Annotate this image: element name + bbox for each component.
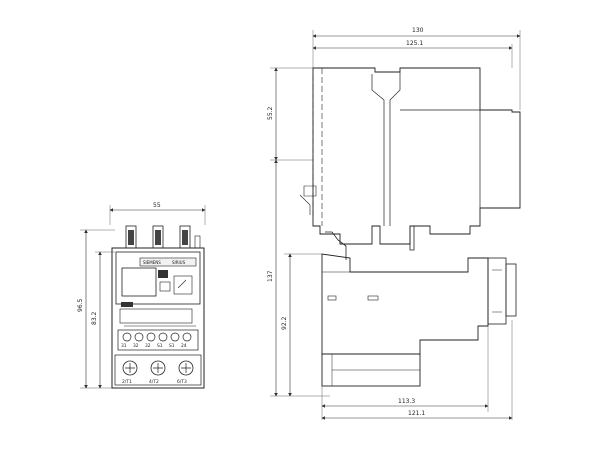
dim-side-bottom-width: 113.3 bbox=[398, 398, 415, 405]
dim-side-total-width: 130 bbox=[412, 27, 424, 34]
top-terminal-screws bbox=[125, 225, 201, 249]
main-terminal-label-3: 6/T3 bbox=[177, 379, 187, 385]
aux-terminal-label-2: 32 bbox=[133, 343, 139, 349]
led-indicator bbox=[158, 270, 168, 278]
front-view: SIEMENS SIRIUS 31 32 32 S1 S1 24 bbox=[80, 205, 206, 389]
dim-front-height-body: 83.2 bbox=[91, 311, 98, 325]
relay-lower-profile bbox=[321, 253, 489, 355]
dim-front-width: 55 bbox=[153, 202, 161, 209]
brand-left-label: SIEMENS bbox=[143, 260, 161, 265]
display-window bbox=[121, 267, 157, 297]
reset-button bbox=[159, 281, 171, 292]
brand-right-label: SIRIUS bbox=[172, 260, 186, 265]
dim-side-lower-height: 92.2 bbox=[281, 316, 288, 330]
main-terminal-label-2: 4/T2 bbox=[149, 379, 159, 385]
main-terminal-label-1: 2/T1 bbox=[122, 379, 132, 385]
aux-terminal-row bbox=[117, 329, 199, 351]
aux-terminal-label-3: 32 bbox=[145, 343, 151, 349]
dial-setting bbox=[173, 275, 193, 295]
dim-side-bottom-total: 121.1 bbox=[408, 410, 425, 417]
label-plate bbox=[119, 308, 193, 324]
aux-terminal-label-6: 24 bbox=[181, 343, 187, 349]
aux-terminal-label-5: S1 bbox=[169, 343, 175, 349]
dim-side-height: 137 bbox=[267, 270, 274, 282]
contactor-upper-profile bbox=[312, 67, 521, 245]
dim-side-upper-width: 125.1 bbox=[406, 40, 423, 47]
dim-side-top-offset: 55.2 bbox=[267, 106, 274, 120]
front-body-outline bbox=[111, 247, 205, 389]
dim-front-height-total: 96.5 bbox=[77, 298, 84, 312]
aux-terminal-label-1: 31 bbox=[121, 343, 127, 349]
side-view bbox=[270, 30, 521, 420]
aux-terminal-label-4: S1 bbox=[157, 343, 163, 349]
main-terminal-row bbox=[114, 354, 202, 386]
